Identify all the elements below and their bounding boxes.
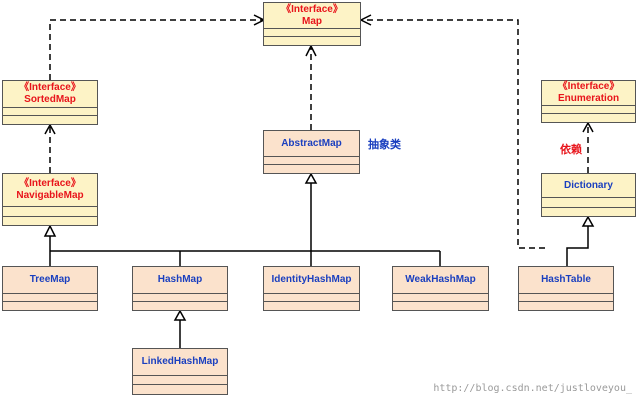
hashtable-to-map-edge: [362, 19, 545, 249]
dictionary-name: Dictionary: [564, 179, 613, 191]
dependency-note: 依赖: [560, 144, 582, 156]
hashtable-to-dictionary-edge: [566, 225, 589, 266]
enumeration-stereotype: 《Interface》: [557, 81, 620, 92]
hashtable-to-map-arrow: [359, 14, 372, 26]
enumeration-name: Enumeration: [557, 93, 620, 104]
abstract-class-note: 抽象类: [368, 139, 401, 151]
map-stereotype: 《Interface》: [281, 3, 343, 15]
sortedmap-name: SortedMap: [24, 94, 76, 105]
weakhashmap-name: WeakHashMap: [405, 274, 476, 285]
map-interface-box: 《Interface》 Map: [263, 2, 361, 46]
navigablemap-to-sortedmap-arrow: [44, 123, 56, 135]
linkedhashmap-class-box: LinkedHashMap: [132, 348, 228, 395]
abstractmap-inherit-arrow: [304, 172, 318, 184]
watermark-text: http://blog.csdn.net/justloveyou_: [433, 383, 632, 394]
hashtable-name: HashTable: [541, 274, 591, 285]
abstractmap-to-map-arrow: [305, 44, 317, 57]
dictionary-to-enumeration-arrow: [582, 121, 594, 133]
hashmap-inherit-arrow: [173, 309, 187, 321]
hashmap-class-box: HashMap: [132, 266, 228, 311]
sortedmap-interface-box: 《Interface》 SortedMap: [2, 80, 98, 125]
identityhashmap-name: IdentityHashMap: [271, 274, 352, 285]
linkedhashmap-name: LinkedHashMap: [141, 356, 219, 367]
dictionary-class-box: Dictionary: [541, 173, 636, 217]
treemap-name: TreeMap: [29, 274, 71, 285]
navigablemap-name: NavigableMap: [16, 190, 84, 201]
navigablemap-inherit-arrow: [43, 224, 57, 237]
navigablemap-interface-box: 《Interface》 NavigableMap: [2, 173, 98, 226]
navigablemap-stereotype: 《Interface》: [19, 178, 81, 189]
abstractmap-class-box: AbstractMap: [263, 130, 360, 174]
sortedmap-stereotype: 《Interface》: [19, 82, 81, 93]
abstractmap-name: AbstractMap: [281, 137, 342, 149]
weakhashmap-class-box: WeakHashMap: [392, 266, 489, 311]
hashtable-class-box: HashTable: [518, 266, 614, 311]
map-name: Map: [302, 15, 322, 27]
treemap-class-box: TreeMap: [2, 266, 98, 311]
hashmap-name: HashMap: [157, 274, 203, 285]
dictionary-inherit-arrow: [581, 215, 595, 227]
identityhashmap-class-box: IdentityHashMap: [263, 266, 360, 311]
sortedmap-to-map-edge: [49, 19, 263, 80]
enumeration-interface-box: 《Interface》 Enumeration: [541, 80, 636, 123]
